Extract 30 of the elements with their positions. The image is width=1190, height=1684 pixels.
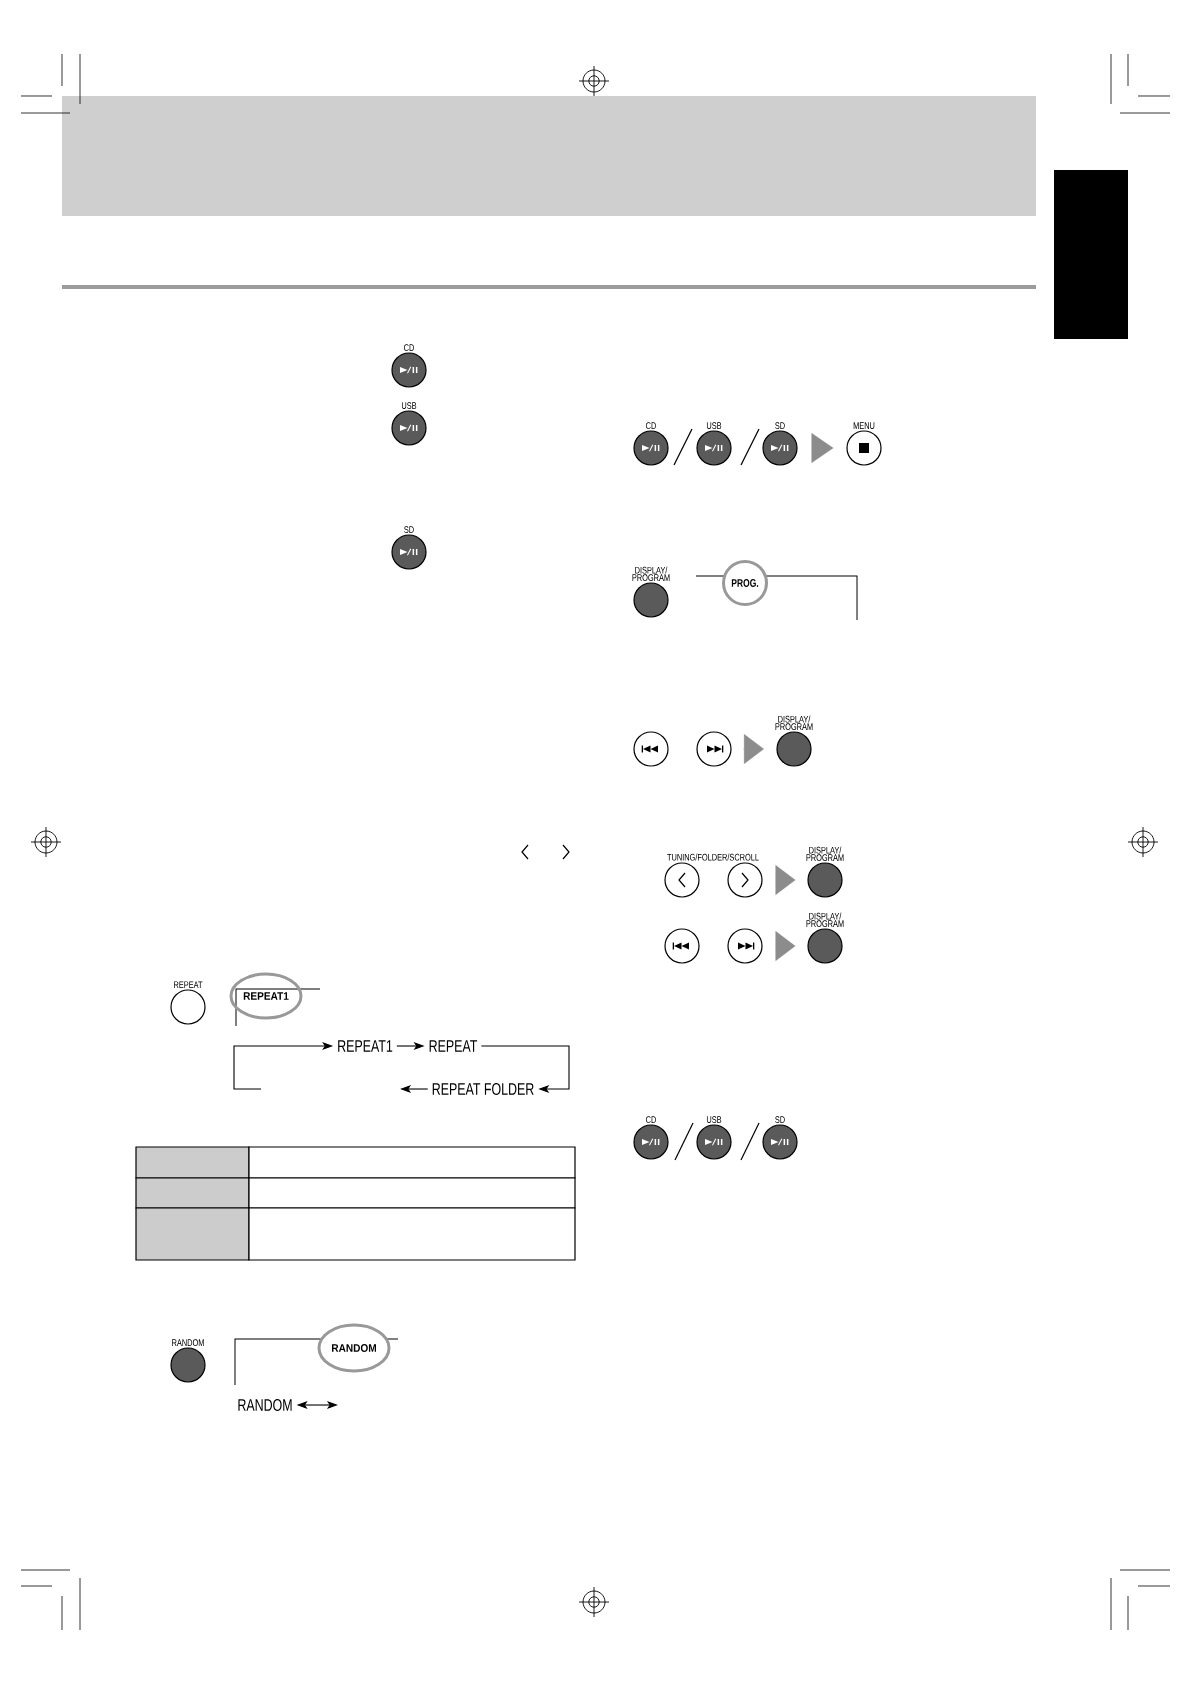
chevron-arrow	[810, 433, 834, 463]
mode-text: REPEAT	[429, 1040, 478, 1052]
display-indicator: REPEAT1	[229, 972, 303, 1020]
button-label: DISPLAY/ PROGRAM	[632, 566, 670, 581]
button-label: SD	[404, 526, 414, 533]
button-label: CD	[646, 1116, 656, 1123]
button-label: USB	[706, 422, 722, 429]
button-label: DISPLAY/ PROGRAM	[775, 715, 813, 730]
display-indicator: PROG.	[722, 560, 768, 606]
button-label: REPEAT	[174, 981, 203, 988]
mode-text: RANDOM	[238, 1399, 292, 1411]
button-label: USB	[401, 402, 417, 409]
button-label: CD	[404, 344, 414, 351]
button-label: CD	[646, 422, 656, 429]
button-label: SD	[775, 422, 785, 429]
chevron-arrow	[742, 734, 764, 764]
display-indicator: RANDOM	[317, 1323, 391, 1373]
chevron-arrow	[774, 931, 796, 961]
arrow	[480, 1045, 570, 1094]
button-label: RANDOM	[172, 1339, 204, 1346]
button-label: TUNING/FOLDER/SCROLL	[667, 853, 759, 861]
button-label: SD	[775, 1116, 785, 1123]
button-label: DISPLAY/ PROGRAM	[806, 912, 844, 927]
chevron-arrow	[774, 865, 796, 895]
mode-text: REPEAT1	[338, 1040, 393, 1052]
button-label: USB	[706, 1116, 722, 1123]
button-label: MENU	[853, 422, 875, 429]
side-tab	[1054, 170, 1128, 339]
mode-text: REPEAT FOLDER	[432, 1083, 534, 1095]
button-label: DISPLAY/ PROGRAM	[806, 846, 844, 861]
